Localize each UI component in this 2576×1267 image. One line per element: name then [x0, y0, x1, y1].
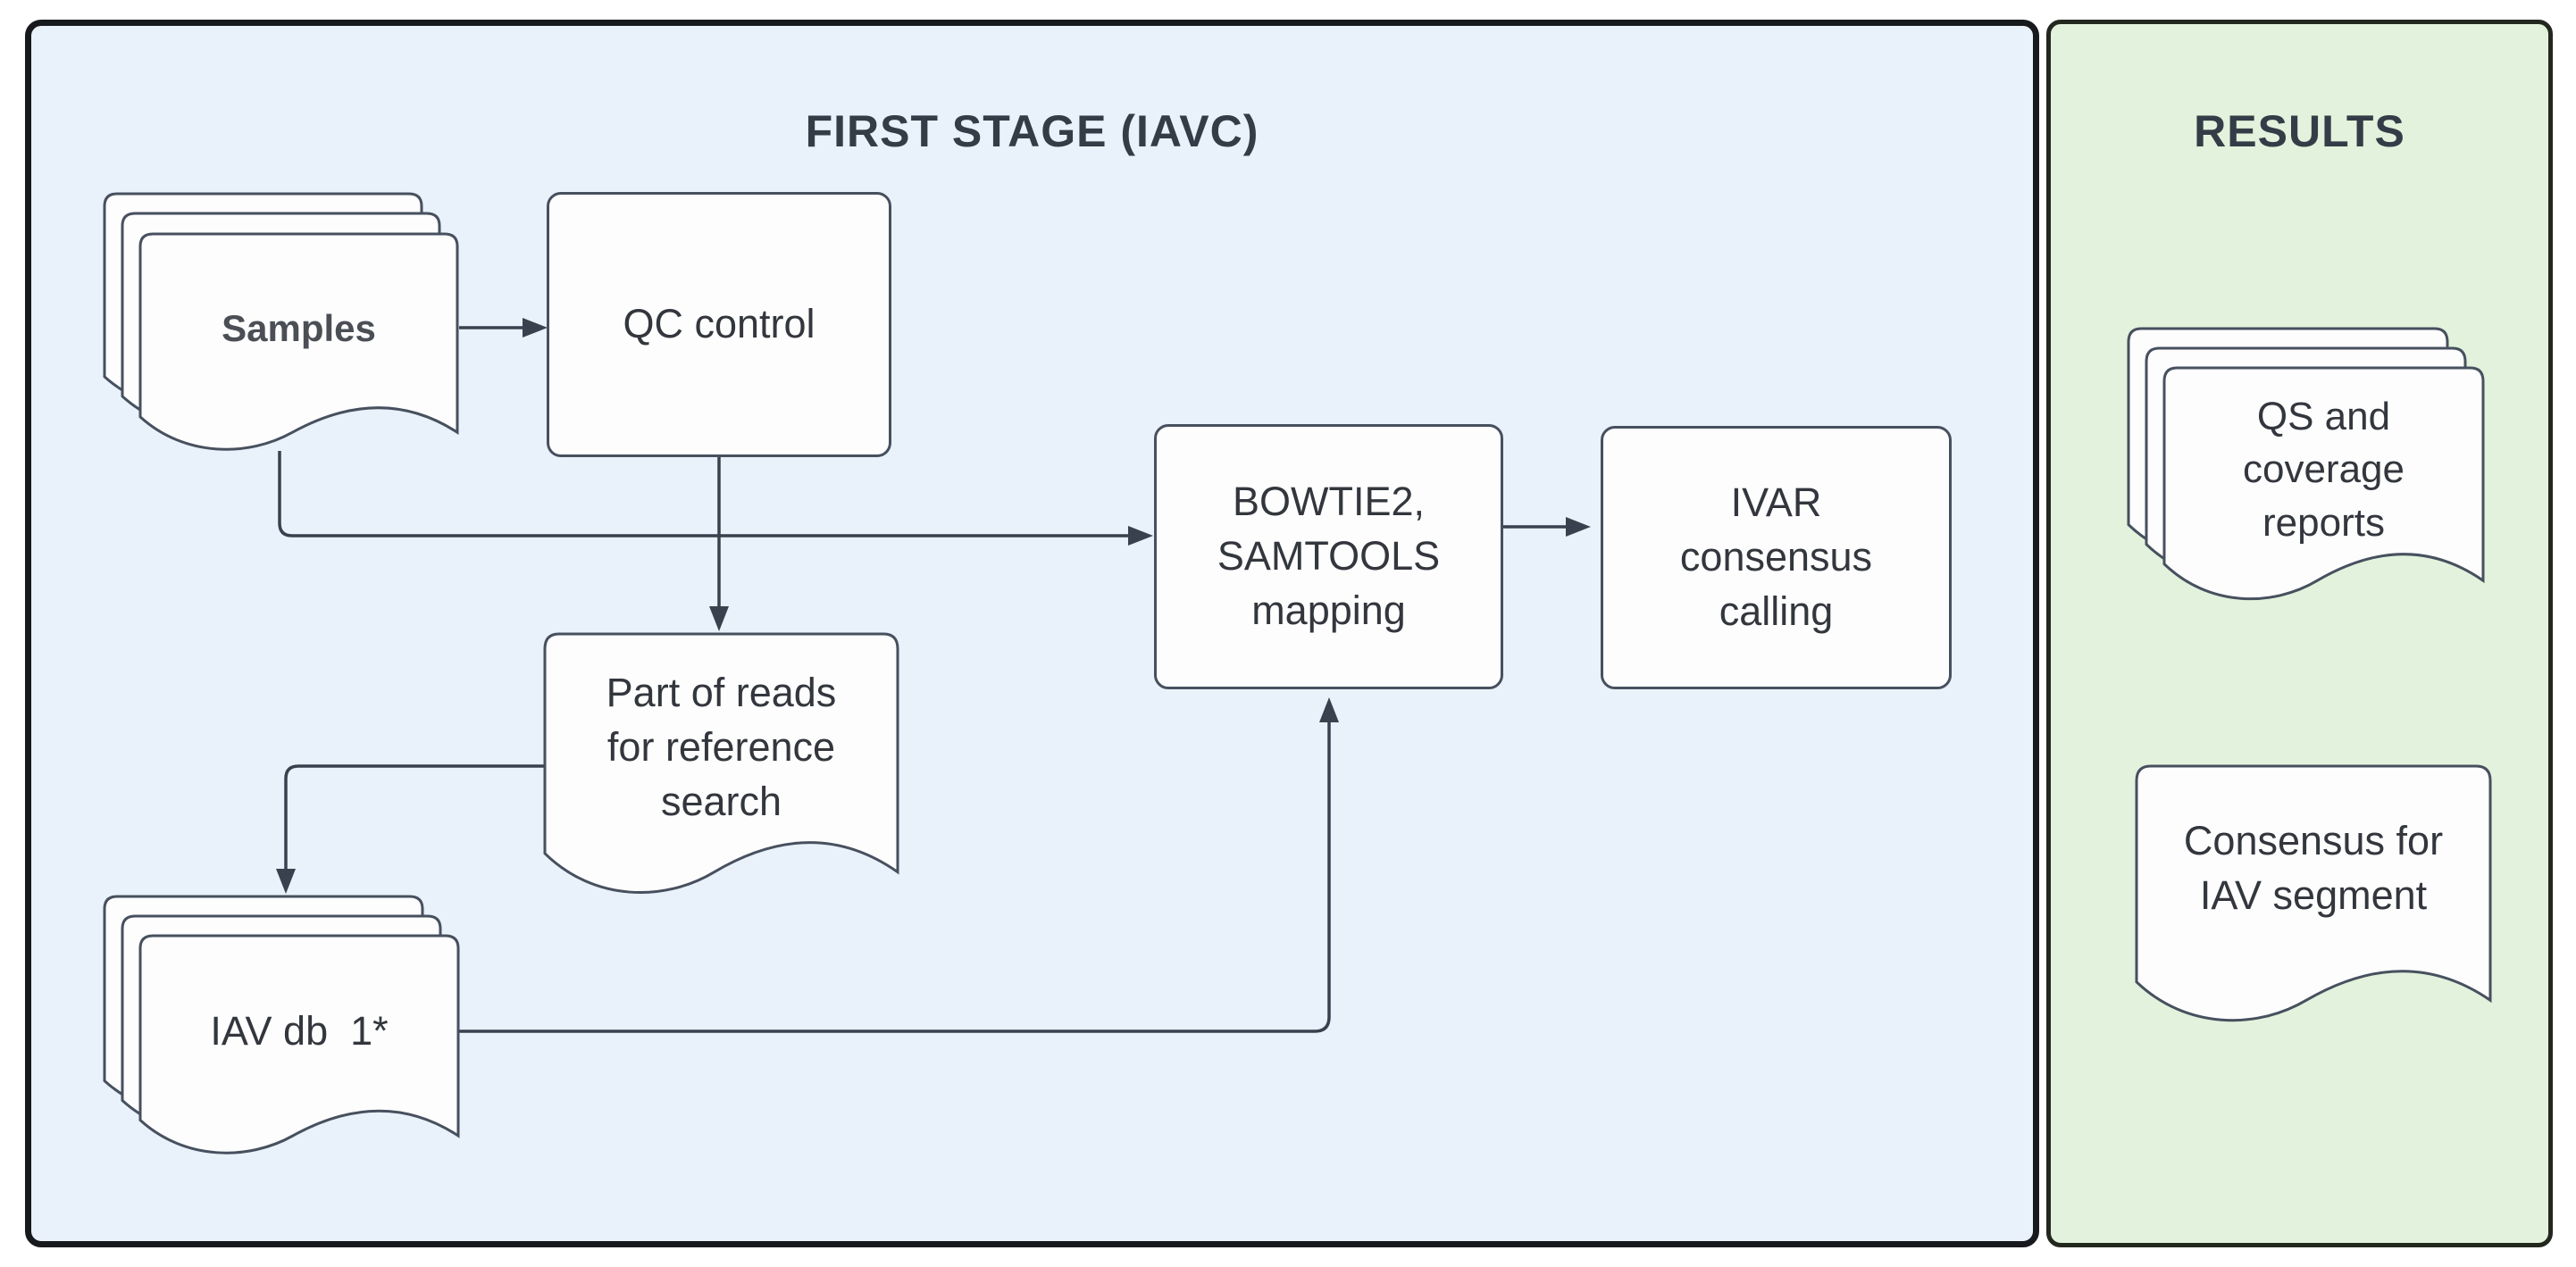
- part-of-reads-document: [545, 634, 898, 902]
- qc-control-box: QC control: [547, 192, 891, 457]
- results-panel: [2046, 20, 2553, 1247]
- iav-db-document: [140, 936, 458, 1161]
- qs-reports-document: [2164, 368, 2483, 607]
- ivar-consensus-calling-box: IVAR consensus calling: [1601, 426, 1952, 689]
- bowtie-samtools-mapping-box: BOWTIE2, SAMTOOLS mapping: [1154, 424, 1503, 689]
- samples-document: [140, 234, 457, 457]
- consensus-document: [2137, 766, 2490, 1029]
